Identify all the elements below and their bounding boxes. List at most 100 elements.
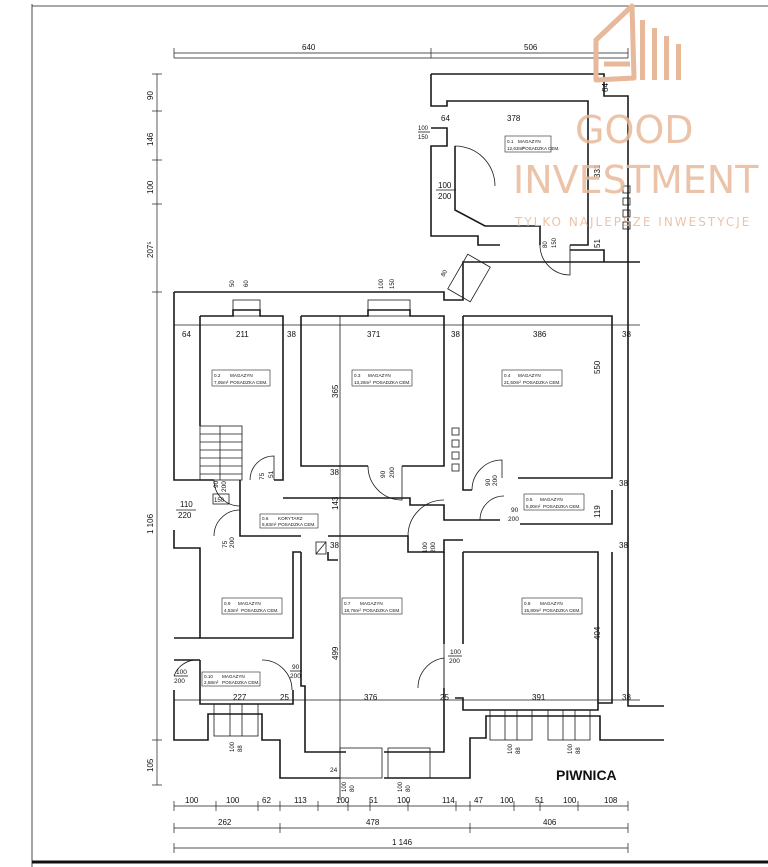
svg-text:143: 143 (331, 496, 340, 510)
svg-text:MAGAZYN: MAGAZYN (540, 601, 563, 606)
svg-text:38: 38 (619, 541, 628, 550)
svg-text:100: 100 (230, 741, 236, 752)
svg-text:64: 64 (182, 330, 191, 339)
dim-b-51a: 51 (369, 796, 378, 805)
dim-b-100b: 100 (226, 796, 240, 805)
svg-text:2,58m²: 2,58m² (204, 680, 219, 685)
svg-text:6,63m²: 6,63m² (262, 522, 277, 527)
svg-text:51: 51 (593, 239, 602, 248)
room-0-2: 0.2 MAGAZYN 7,05m² POSADZKA CEM. (211, 369, 271, 387)
svg-text:88: 88 (576, 747, 582, 754)
svg-text:24: 24 (330, 767, 338, 774)
svg-text:550: 550 (593, 360, 602, 374)
svg-text:200: 200 (430, 542, 437, 553)
svg-text:331: 331 (593, 164, 602, 178)
dim-b-478: 478 (366, 818, 380, 827)
room-0-9: 0.9 MAGAZYN 4,53m² POSADZKA CEM. (221, 597, 283, 615)
bottom-dimension: 100 100 62 113 100 51 100 114 47 100 51 … (173, 796, 629, 853)
svg-text:150: 150 (214, 498, 225, 504)
svg-text:100: 100 (450, 649, 461, 656)
svg-text:5,00m²: 5,00m² (526, 504, 541, 509)
dim-b-100d: 100 (397, 796, 411, 805)
svg-text:POSADZKA CEM.: POSADZKA CEM. (230, 380, 268, 385)
svg-text:200: 200 (508, 516, 519, 523)
svg-text:90: 90 (511, 507, 519, 514)
svg-text:KORYTARZ: KORYTARZ (278, 516, 303, 521)
stairs (199, 425, 243, 481)
svg-text:391: 391 (532, 693, 546, 702)
dim-left-2075: 207⁵ (146, 241, 155, 258)
dim-b-114: 114 (442, 796, 455, 805)
dim-b-100a: 100 (185, 796, 199, 805)
svg-text:0.4: 0.4 (504, 373, 511, 378)
svg-text:25: 25 (440, 693, 449, 702)
svg-text:80: 80 (543, 241, 549, 248)
svg-text:90: 90 (292, 664, 300, 671)
dim-b-100f: 100 (563, 796, 577, 805)
svg-text:220: 220 (178, 511, 192, 520)
svg-text:0.5: 0.5 (526, 497, 533, 502)
svg-text:38: 38 (622, 330, 631, 339)
room-0-5: 0.5 MAGAZYN 5,00m² POSADZKA CEM. (523, 493, 585, 511)
svg-text:38: 38 (330, 468, 339, 477)
svg-text:18,76m²: 18,76m² (344, 608, 361, 613)
svg-text:POSADZKA CEM.: POSADZKA CEM. (543, 608, 581, 613)
svg-text:499: 499 (331, 646, 340, 660)
svg-text:100: 100 (398, 781, 404, 792)
plan-title: PIWNICA (556, 767, 617, 783)
svg-text:227: 227 (233, 693, 247, 702)
dim-left-105: 105 (146, 758, 155, 772)
svg-text:371: 371 (367, 330, 381, 339)
room-0-10: 0.10 MAGAZYN 2,58m² POSADZKA CEM. (201, 671, 261, 687)
svg-text:386: 386 (533, 330, 547, 339)
svg-text:200: 200 (290, 673, 301, 680)
room-0-1: 0.1 MAGAZYN 12,63m² POSADZKA CEM. (504, 135, 560, 153)
dim-top-640: 640 (302, 43, 316, 52)
vent-markers (315, 185, 631, 555)
room-0-3: 0.3 MAGAZYN 13,26m² POSADZKA CEM. (351, 369, 413, 387)
left-dimension: 90 146 100 207⁵ 1 106 105 (146, 73, 162, 786)
svg-text:38: 38 (330, 541, 339, 550)
room-0-4: 0.4 MAGAZYN 21,50m² POSADZKA CEM. (501, 369, 563, 387)
svg-text:200: 200 (174, 678, 185, 685)
svg-text:75: 75 (259, 472, 266, 480)
svg-text:25: 25 (280, 693, 289, 702)
svg-text:0.7: 0.7 (344, 601, 351, 606)
svg-text:MAGAZYN: MAGAZYN (222, 674, 245, 679)
good-investment-watermark: GOOD INVESTMENT TYLKO NAJLEPSZE INWESTYC… (513, 3, 759, 229)
svg-text:100: 100 (176, 669, 187, 676)
inner-dimensions: 64 64 378 100 150 331 100 200 51 80 150 … (174, 83, 631, 792)
watermark-tagline: TYLKO NAJLEPSZE INWESTYCJE (514, 215, 751, 229)
room-labels: 0.1 MAGAZYN 12,63m² POSADZKA CEM. 0.2 MA… (201, 135, 585, 687)
svg-text:0.9: 0.9 (224, 601, 231, 606)
svg-text:POSADZKA CEM.: POSADZKA CEM. (278, 522, 316, 527)
svg-text:88: 88 (516, 747, 522, 754)
svg-text:200: 200 (389, 467, 396, 478)
svg-text:POSADZKA CEM.: POSADZKA CEM. (241, 608, 279, 613)
svg-text:MAGAZYN: MAGAZYN (368, 373, 391, 378)
svg-text:POSADZKA CEM.: POSADZKA CEM. (373, 380, 411, 385)
svg-text:51: 51 (268, 470, 275, 478)
svg-text:75: 75 (222, 540, 229, 548)
svg-text:POSADZKA CEM.: POSADZKA CEM. (522, 146, 560, 151)
svg-text:100: 100 (342, 781, 348, 792)
svg-text:0.6: 0.6 (262, 516, 269, 521)
svg-text:100: 100 (508, 743, 514, 754)
dim-b-100e: 100 (500, 796, 514, 805)
top-dimension: 640 506 (173, 43, 629, 59)
svg-text:64: 64 (601, 83, 610, 92)
svg-text:60: 60 (244, 280, 250, 287)
svg-text:200: 200 (229, 537, 236, 548)
windows (213, 253, 591, 779)
svg-text:110: 110 (180, 500, 193, 509)
svg-text:38: 38 (622, 693, 631, 702)
svg-text:0.3: 0.3 (354, 373, 361, 378)
svg-text:21,50m²: 21,50m² (504, 380, 521, 385)
svg-text:MAGAZYN: MAGAZYN (540, 497, 563, 502)
svg-text:119: 119 (593, 505, 602, 518)
svg-text:90: 90 (213, 480, 220, 488)
room-0-7: 0.7 MAGAZYN 18,76m² POSADZKA CEM. (341, 597, 403, 615)
svg-text:200: 200 (449, 658, 460, 665)
dim-b-100c: 100 (336, 796, 350, 805)
